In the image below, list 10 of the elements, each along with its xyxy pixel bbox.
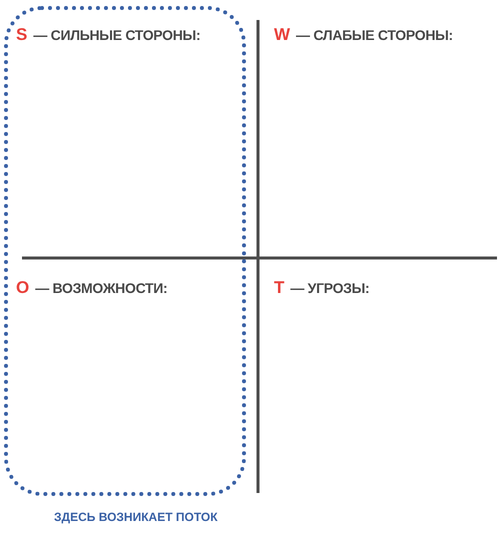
quadrant-heading: — ВОЗМОЖНОСТИ: (35, 279, 168, 298)
quadrant-heading: — СЛАБЫЕ СТОРОНЫ: (296, 26, 453, 45)
region-label: ЗДЕСЬ ВОЗНИКАЕТ ПОТОК (54, 509, 218, 526)
quadrant-letter: O (16, 277, 30, 299)
quadrant-letter: W (274, 24, 290, 46)
quadrant-heading: — УГРОЗЫ: (290, 279, 370, 298)
quadrant-letter: T (274, 277, 284, 299)
quadrant-letter: S (16, 24, 28, 46)
dotted-region (4, 6, 246, 496)
quadrant-heading: — СИЛЬНЫЕ СТОРОНЫ: (33, 26, 200, 45)
